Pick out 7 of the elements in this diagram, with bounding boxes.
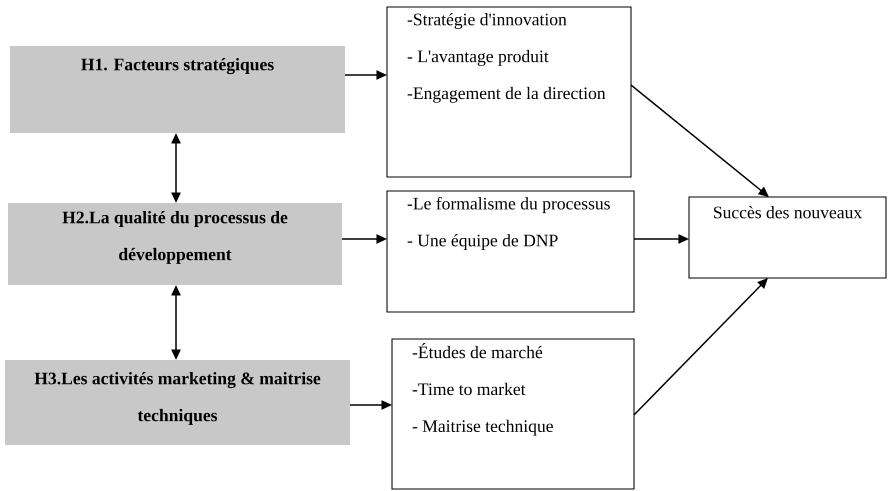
factor-box: -Études de marché -Time to market - Maitrise technique xyxy=(391,338,635,490)
hypothesis-box: H2.La qualité du processus de développement xyxy=(8,203,342,285)
factor-box: -Le formalisme du processus - Une équipe de DNP xyxy=(386,190,635,313)
hypothesis-box: H3.Les activités marketing & maitrise techniques xyxy=(5,360,350,445)
outcome-box: Succès des nouveaux xyxy=(688,196,887,279)
hypothesis-box: H1. Facteurs stratégiques xyxy=(10,46,345,133)
factor-box: -Stratégie d'innovation - L'avantage produit -Engagement de la direction xyxy=(386,6,632,178)
